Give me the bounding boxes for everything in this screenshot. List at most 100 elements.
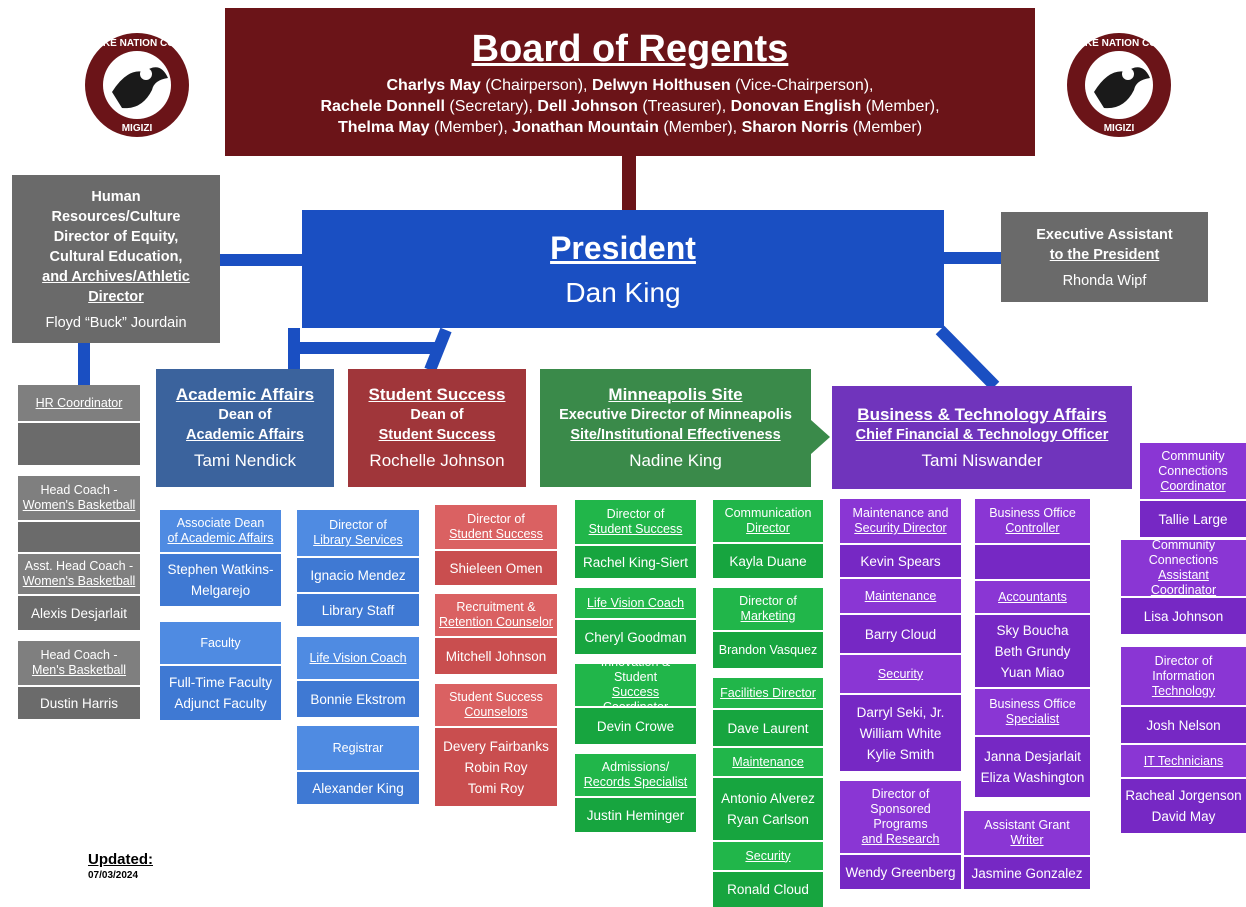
mpls-security-title: Security xyxy=(713,842,823,870)
hr-name: Floyd “Buck” Jourdain xyxy=(45,315,187,331)
president-name: Dan King xyxy=(565,276,681,308)
life-vision-coach-name: Bonnie Ekstrom xyxy=(297,681,419,717)
bta-sub: Chief Financial & Technology Officer xyxy=(855,426,1109,443)
mens-coach-name: Dustin Harris xyxy=(18,687,140,719)
logo-top-text: RED LAKE NATION COLLEGE xyxy=(82,38,192,49)
bta-maintenance-title: Maintenance xyxy=(840,579,961,613)
womens-coach-title: Head Coach -Women's Basketball xyxy=(18,476,140,520)
college-logo-right: RED LAKE NATION COLLEGE MIGIZI xyxy=(1064,33,1174,137)
innovation-name: Devin Crowe xyxy=(575,708,696,744)
registrar-title: Registrar xyxy=(297,726,419,770)
hr-coordinator-name xyxy=(18,423,140,465)
grant-writer-name: Jasmine Gonzalez xyxy=(964,857,1090,889)
womens-coach-name xyxy=(18,522,140,552)
asst-coach-title: Asst. Head Coach -Women's Basketball xyxy=(18,554,140,594)
community-asst-name: Lisa Johnson xyxy=(1121,598,1246,634)
facilities-name: Dave Laurent xyxy=(713,710,823,746)
president-box: President Dan King xyxy=(302,210,944,328)
student-name: Rochelle Johnson xyxy=(369,451,505,470)
college-logo-left: RED LAKE NATION COLLEGE MIGIZI xyxy=(82,33,192,137)
updated-label: Updated: xyxy=(88,851,153,868)
community-coord-name: Tallie Large xyxy=(1140,501,1246,537)
board-title: Board of Regents xyxy=(471,28,789,70)
mpls-maintenance-title: Maintenance xyxy=(713,748,823,776)
asst-coach-name: Alexis Desjarlait xyxy=(18,596,140,630)
connector-president-hr xyxy=(220,254,302,266)
mpls-life-coach-title: Life Vision Coach xyxy=(575,588,696,618)
logo-bottom-text: MIGIZI xyxy=(1104,123,1135,134)
updated-note: Updated: 07/03/2024 xyxy=(88,851,153,881)
it-technicians-title: IT Technicians xyxy=(1121,745,1246,777)
board-of-regents-box: Board of Regents Charlys May (Chairperso… xyxy=(225,8,1035,156)
logo-bottom-text: MIGIZI xyxy=(122,123,153,134)
mpls-name: Nadine King xyxy=(629,451,722,470)
mens-coach-title: Head Coach -Men's Basketball xyxy=(18,641,140,685)
mpls-ss-director-name: Rachel King-Siert xyxy=(575,546,696,578)
logo-top-text: RED LAKE NATION COLLEGE xyxy=(1064,38,1174,49)
marketing-name: Brandon Vasquez xyxy=(713,632,823,668)
hr-coordinator-title: HR Coordinator xyxy=(18,385,140,421)
minneapolis-site-box: Minneapolis Site Executive Director of M… xyxy=(540,369,811,487)
president-title: President xyxy=(550,229,696,266)
library-director-name: Ignacio Mendez xyxy=(297,558,419,592)
sponsored-programs-name: Wendy Greenberg xyxy=(840,855,961,889)
facilities-title: Facilities Director xyxy=(713,678,823,708)
bta-security-title: Security xyxy=(840,655,961,693)
accountants-title: Accountants xyxy=(975,581,1090,613)
life-vision-coach-title: Life Vision Coach xyxy=(297,637,419,679)
library-staff: Library Staff xyxy=(297,594,419,626)
mpls-security-name: Ronald Cloud xyxy=(713,872,823,907)
recruitment-title: Recruitment &Retention Counselor xyxy=(435,594,557,636)
assoc-dean-name: Stephen Watkins-Melgarejo xyxy=(160,554,281,606)
connector-president-ea xyxy=(944,252,1001,264)
student-title: Student Success xyxy=(368,385,506,404)
bta-maintenance-name: Barry Cloud xyxy=(840,615,961,653)
faculty-title: Faculty xyxy=(160,622,281,664)
controller-name xyxy=(975,545,1090,579)
registrar-name: Alexander King xyxy=(297,772,419,804)
business-technology-box: Business & Technology Affairs Chief Fina… xyxy=(832,386,1132,489)
connector-board-president xyxy=(622,156,636,212)
connector-president-divisions-h xyxy=(288,342,438,354)
recruitment-name: Mitchell Johnson xyxy=(435,638,557,674)
it-director-name: Josh Nelson xyxy=(1121,707,1246,743)
ea-name: Rhonda Wipf xyxy=(1062,273,1147,289)
mpls-life-coach-name: Cheryl Goodman xyxy=(575,620,696,654)
connector-hr-down xyxy=(78,343,90,385)
ss-director-name: Shieleen Omen xyxy=(435,551,557,585)
maint-security-director-name: Kevin Spears xyxy=(840,545,961,577)
comm-director-name: Kayla Duane xyxy=(713,544,823,578)
academic-title: Academic Affairs xyxy=(175,385,315,404)
bta-title: Business & Technology Affairs xyxy=(857,404,1107,424)
